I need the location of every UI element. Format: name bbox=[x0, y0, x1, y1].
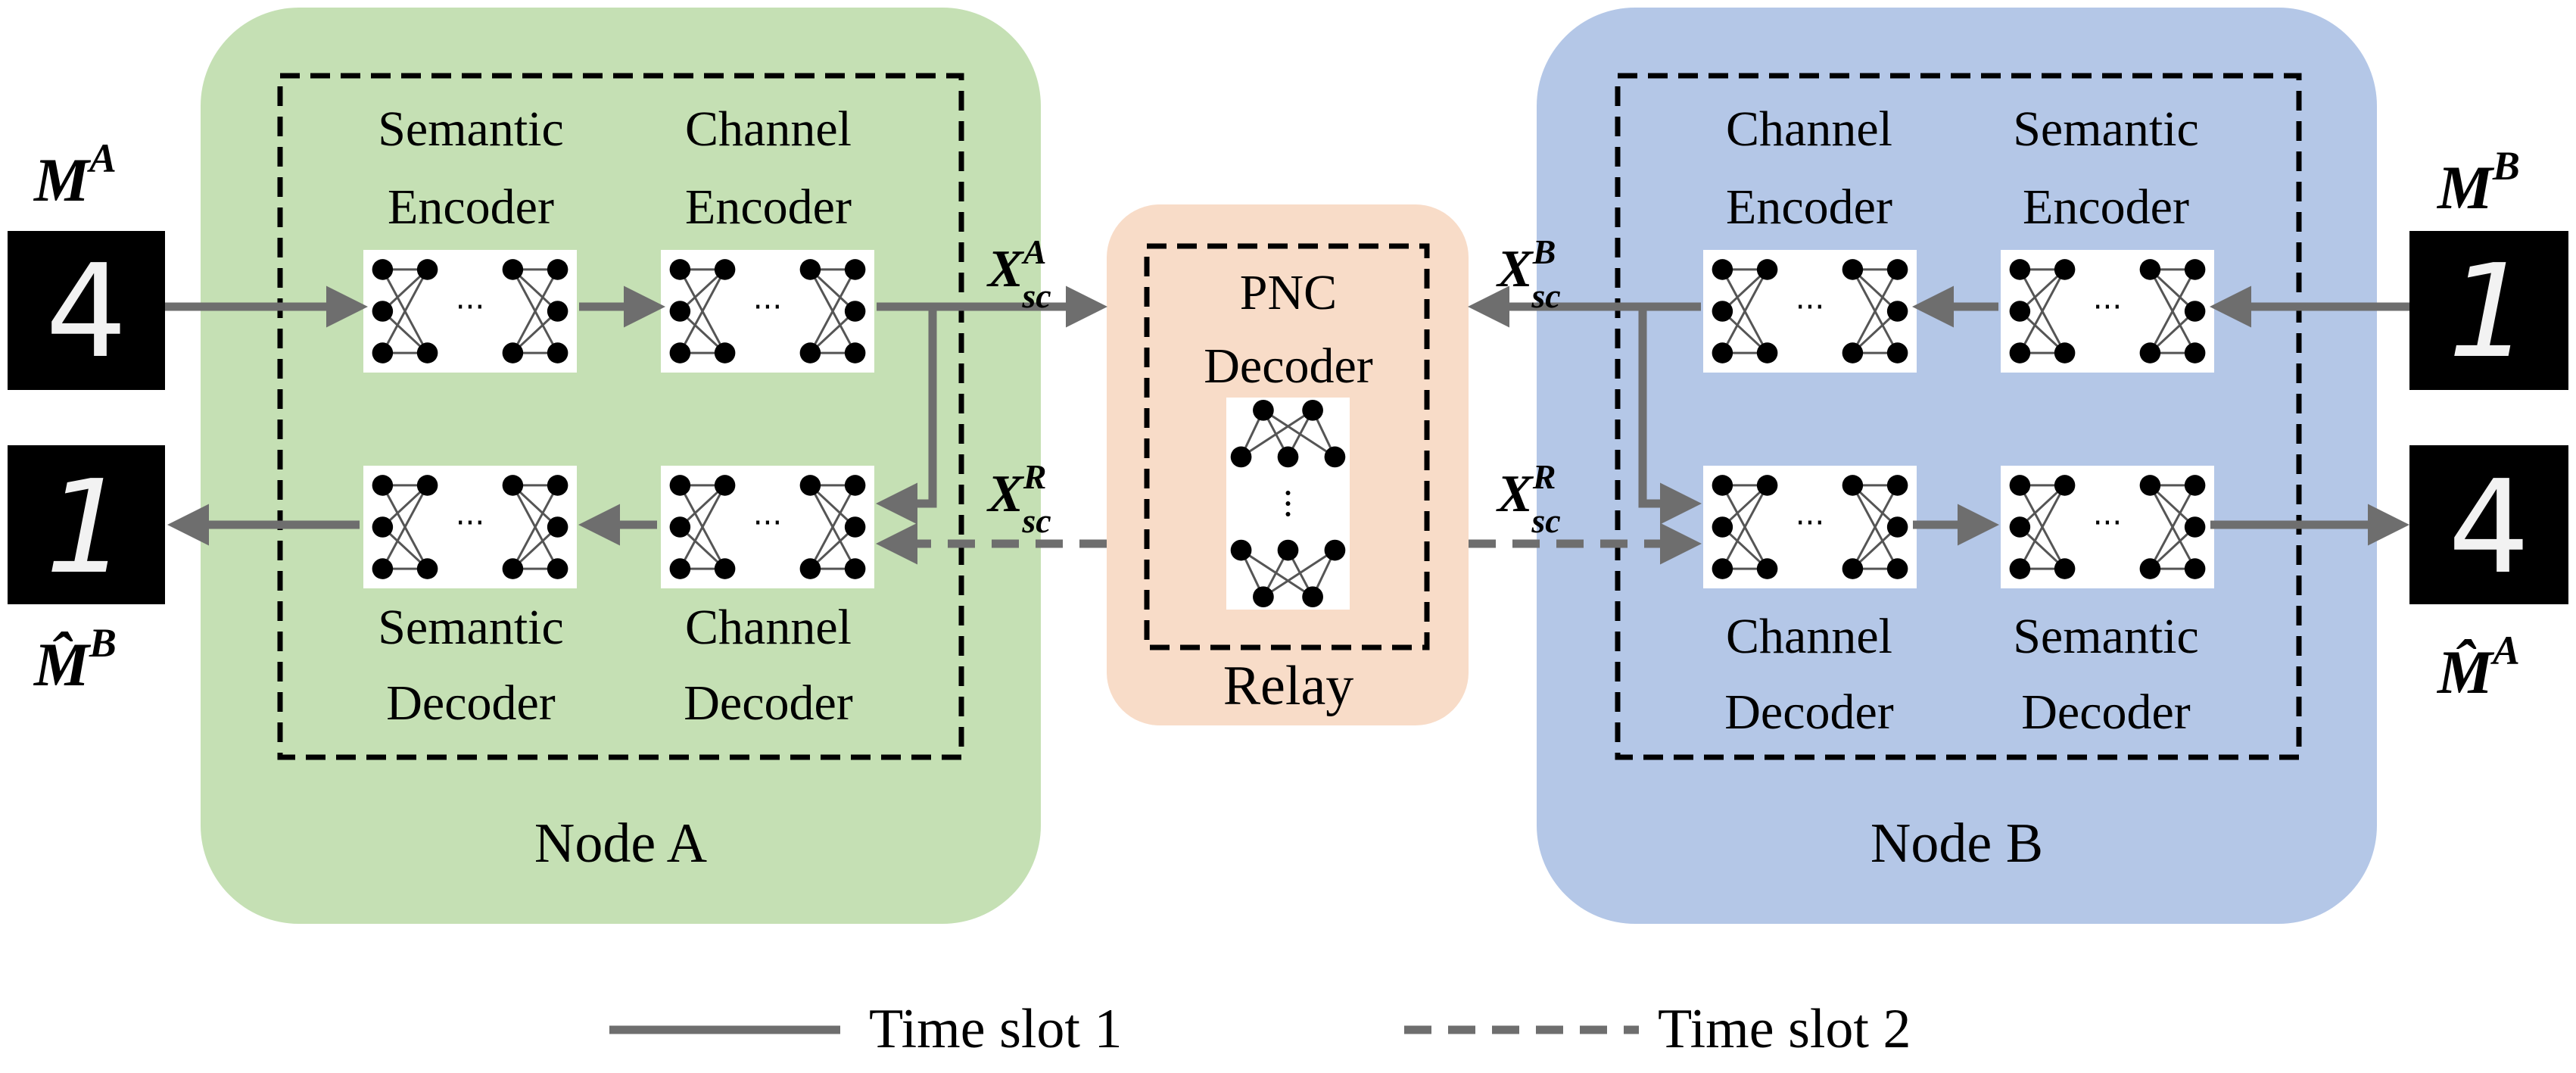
node-b-semantic-encoder-label-1: Semantic bbox=[2013, 101, 2199, 157]
node-b-dashed-box bbox=[1615, 73, 2302, 760]
node-a-channel-encoder-label-1: Channel bbox=[685, 101, 852, 157]
nn-b-semantic-decoder: ··· bbox=[2001, 466, 2214, 588]
node-a-title: Node A bbox=[534, 813, 707, 875]
message-m-a-label: MA bbox=[33, 136, 117, 214]
nn-a-semantic-encoder: ··· bbox=[363, 250, 577, 373]
svg-text:4: 4 bbox=[45, 237, 127, 387]
digit-image-input-a: 4 bbox=[8, 231, 165, 390]
message-m-b-label: MB bbox=[2436, 143, 2520, 222]
nn-b-channel-decoder: ··· bbox=[1703, 466, 1917, 588]
relay-dashed-box bbox=[1144, 243, 1430, 650]
relay-decoder-label-2: Decoder bbox=[1204, 338, 1373, 394]
node-b-title: Node B bbox=[1870, 813, 2043, 875]
nn-b-semantic-encoder: ··· bbox=[2001, 250, 2214, 373]
svg-text:···: ··· bbox=[2093, 504, 2123, 541]
svg-text:···: ··· bbox=[1796, 504, 1825, 541]
svg-text:···: ··· bbox=[2093, 289, 2123, 325]
message-mhat-b-label: M̂B bbox=[33, 620, 117, 699]
node-b-semantic-encoder-label-2: Encoder bbox=[2023, 179, 2189, 235]
svg-text:1: 1 bbox=[45, 453, 127, 603]
svg-text:···: ··· bbox=[753, 289, 783, 325]
arrow-a-loopback-to-channel-decoder bbox=[876, 307, 937, 525]
node-a-channel-decoder-label-1: Channel bbox=[685, 600, 852, 655]
svg-text:1: 1 bbox=[2448, 237, 2530, 387]
node-b-channel-encoder-label-2: Encoder bbox=[1726, 179, 1892, 235]
svg-text:4: 4 bbox=[2448, 453, 2530, 603]
node-a-semantic-encoder-label-2: Encoder bbox=[388, 179, 554, 235]
node-a-semantic-decoder-label-1: Semantic bbox=[378, 600, 564, 655]
digit-image-output-a: 1 bbox=[8, 445, 165, 604]
node-b-channel-decoder-label-1: Channel bbox=[1726, 609, 1892, 664]
arrow-b-loopback-to-channel-decoder bbox=[1638, 307, 1702, 525]
message-mhat-a-label: M̂A bbox=[2436, 628, 2520, 706]
node-a-semantic-encoder-label-1: Semantic bbox=[378, 101, 564, 157]
node-a-dashed-box bbox=[277, 73, 964, 760]
svg-text:···: ··· bbox=[456, 289, 485, 325]
nn-a-channel-decoder: ··· bbox=[661, 466, 874, 588]
node-b-channel-decoder-label-2: Decoder bbox=[1724, 685, 1894, 740]
node-b-channel-encoder-label-1: Channel bbox=[1726, 101, 1892, 157]
relay-title: Relay bbox=[1223, 655, 1354, 717]
neural-network-blocks: ··· ··· ··· ··· ··· ··· ··· ··· bbox=[363, 250, 2214, 610]
nn-relay-pnc-decoder bbox=[1226, 398, 1350, 610]
node-a-panel bbox=[201, 8, 1041, 924]
node-a-semantic-decoder-label-2: Decoder bbox=[386, 675, 556, 731]
node-b-semantic-decoder-label-2: Decoder bbox=[2021, 685, 2191, 740]
relay-decoder-label-1: PNC bbox=[1240, 265, 1337, 320]
node-a-channel-decoder-label-2: Decoder bbox=[684, 675, 853, 731]
node-a-channel-encoder-label-2: Encoder bbox=[685, 179, 852, 235]
nn-b-channel-encoder: ··· bbox=[1703, 250, 1917, 373]
digit-image-input-b: 1 bbox=[2409, 231, 2568, 390]
legend-slot2-label: Time slot 2 bbox=[1658, 998, 1911, 1060]
svg-text:···: ··· bbox=[753, 504, 783, 541]
legend-slot1-label: Time slot 1 bbox=[869, 998, 1122, 1060]
svg-text:···: ··· bbox=[456, 504, 485, 541]
nn-a-channel-encoder: ··· bbox=[661, 250, 874, 373]
svg-text:···: ··· bbox=[1796, 289, 1825, 325]
nn-a-semantic-decoder: ··· bbox=[363, 466, 577, 588]
node-b-panel bbox=[1537, 8, 2377, 924]
digit-image-output-b: 4 bbox=[2409, 445, 2568, 604]
node-b-semantic-decoder-label-1: Semantic bbox=[2013, 609, 2199, 664]
